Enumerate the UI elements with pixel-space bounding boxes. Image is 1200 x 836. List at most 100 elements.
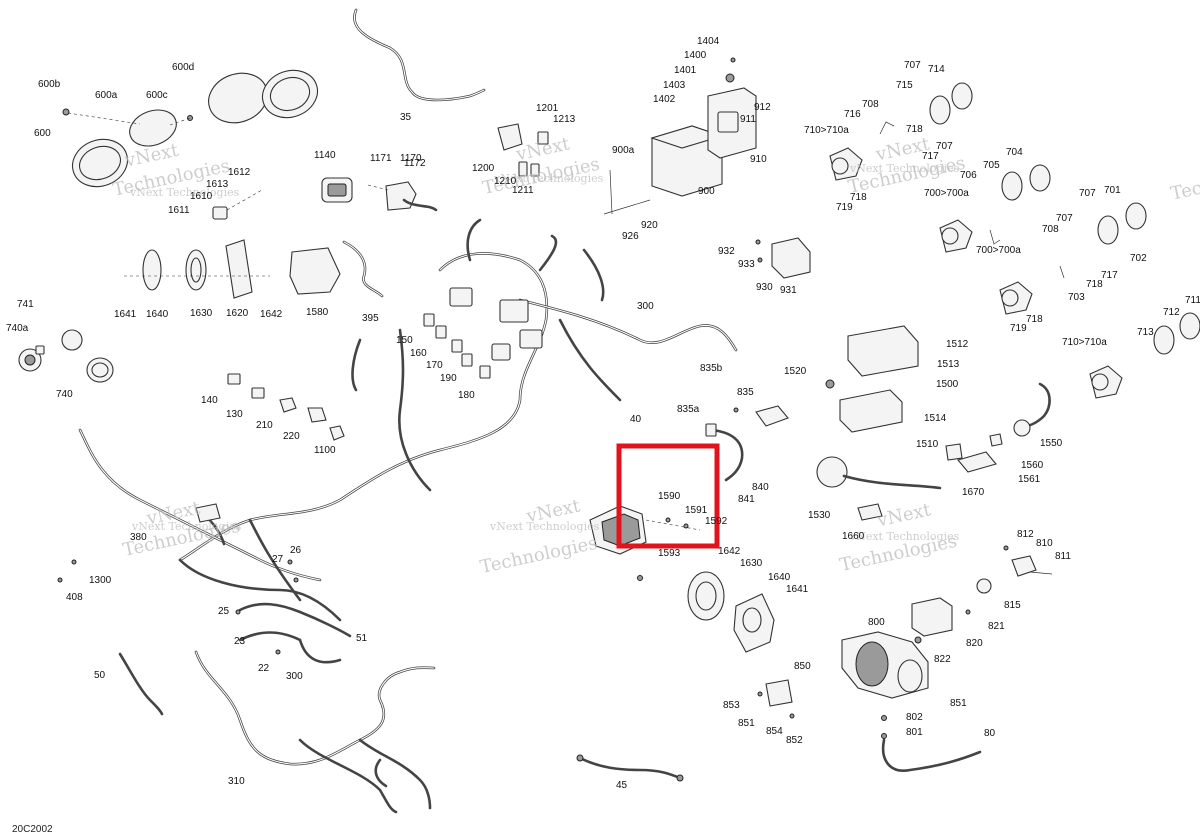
callout-25: 25 [218, 606, 230, 617]
callout-170: 170 [426, 360, 443, 371]
callout-1640: 1640 [768, 572, 791, 583]
callout-1140: 1140 [314, 150, 336, 161]
highlight-box [616, 443, 720, 549]
callout-1200: 1200 [472, 163, 495, 174]
callout-1612: 1612 [228, 167, 251, 178]
callout-719: 719 [836, 202, 853, 213]
callout-714: 714 [928, 64, 945, 75]
callout-911: 911 [740, 114, 756, 125]
watermark-inline: vNext Technologies [849, 530, 960, 543]
watermarks: vNext Technologies vNext Technologies vN… [111, 133, 1200, 578]
callout-850: 850 [794, 661, 811, 672]
callout-741: 741 [17, 299, 34, 310]
callout-841: 841 [738, 494, 755, 505]
callout-701: 701 [1104, 185, 1121, 196]
callout-23: 23 [234, 636, 246, 647]
callout-51: 51 [356, 633, 368, 644]
callout-1610: 1610 [190, 191, 213, 202]
callout-740: 740 [56, 389, 73, 400]
watermark-inline: vNext Technologies [489, 520, 600, 533]
callout-718: 718 [850, 192, 867, 203]
callout-1513: 1513 [937, 359, 960, 370]
callout-310: 310 [228, 776, 245, 787]
callout-702: 702 [1130, 253, 1147, 264]
callout-933: 933 [738, 259, 755, 270]
callout-851: 851 [738, 718, 755, 729]
callout-740a: 740a [6, 323, 29, 334]
callout-600: 600 [34, 128, 51, 139]
callout-600b: 600b [38, 79, 61, 90]
callout-1630: 1630 [740, 558, 763, 569]
watermark-inline: vNext Technologies [131, 520, 242, 533]
callout-1210: 1210 [494, 176, 517, 187]
callout-811: 811 [1055, 551, 1071, 562]
callout-705: 705 [983, 160, 1000, 171]
callout-600d: 600d [172, 62, 194, 73]
callout-710-710a: 710>710a [804, 125, 849, 136]
callout-40: 40 [630, 414, 642, 425]
callout-700-700a: 700>700a [976, 245, 1021, 256]
watermark-line2: Technologies [478, 533, 599, 578]
callout-150: 150 [396, 335, 413, 346]
callout-80: 80 [984, 728, 996, 739]
callout-926: 926 [622, 231, 639, 242]
callout-1514: 1514 [924, 413, 947, 424]
callout-713: 713 [1137, 327, 1154, 338]
callout-1500: 1500 [936, 379, 959, 390]
callout-1201: 1201 [536, 103, 559, 114]
callout-912: 912 [754, 102, 771, 113]
callout-1401: 1401 [674, 65, 697, 76]
callout-1550: 1550 [1040, 438, 1063, 449]
callout-1510: 1510 [916, 439, 939, 450]
callout-1613: 1613 [206, 179, 229, 190]
callout-1611: 1611 [168, 205, 190, 216]
callout-930: 930 [756, 282, 773, 293]
callout-220: 220 [283, 431, 300, 442]
callout-140: 140 [201, 395, 218, 406]
callout-1591: 1591 [685, 505, 708, 516]
callout-707: 707 [936, 141, 953, 152]
callout-718: 718 [1026, 314, 1043, 325]
callout-1530: 1530 [808, 510, 831, 521]
callout-931: 931 [780, 285, 797, 296]
callout-1404: 1404 [697, 36, 720, 47]
callout-27: 27 [272, 554, 284, 565]
callout-900: 900 [698, 186, 715, 197]
callout-718: 718 [1086, 279, 1103, 290]
callout-812: 812 [1017, 529, 1034, 540]
callout-210: 210 [256, 420, 273, 431]
watermark-line2: Technologies [1169, 159, 1200, 204]
callout-835a: 835a [677, 404, 700, 415]
callout-1560: 1560 [1021, 460, 1044, 471]
callout-600c: 600c [146, 90, 168, 101]
callout-716: 716 [844, 109, 861, 120]
callout-1580: 1580 [306, 307, 329, 318]
callout-708: 708 [1042, 224, 1059, 235]
callout-1660: 1660 [842, 531, 865, 542]
callout-910: 910 [750, 154, 767, 165]
callout-1172: 1172 [404, 158, 426, 169]
callout-707: 707 [1056, 213, 1073, 224]
callout-1171: 1171 [370, 153, 392, 164]
callout-852: 852 [786, 735, 803, 746]
callout-932: 932 [718, 246, 735, 257]
callout-1213: 1213 [553, 114, 576, 125]
callout-1590: 1590 [658, 491, 681, 502]
callout-1592: 1592 [705, 516, 728, 527]
callout-822: 822 [934, 654, 951, 665]
diagram-code: 20C2002 [12, 824, 53, 835]
callout-45: 45 [616, 780, 628, 791]
callout-715: 715 [896, 80, 913, 91]
callout-1170: 1170 [400, 153, 422, 164]
watermark-inline: vNext Technologies [849, 162, 960, 175]
callout-712: 712 [1163, 307, 1180, 318]
callout-719: 719 [1010, 323, 1027, 334]
callout-1640: 1640 [146, 309, 169, 320]
callout-835: 835 [737, 387, 754, 398]
callout-700-700a: 700>700a [924, 188, 969, 199]
callout-35: 35 [400, 112, 412, 123]
callout-1403: 1403 [663, 80, 686, 91]
